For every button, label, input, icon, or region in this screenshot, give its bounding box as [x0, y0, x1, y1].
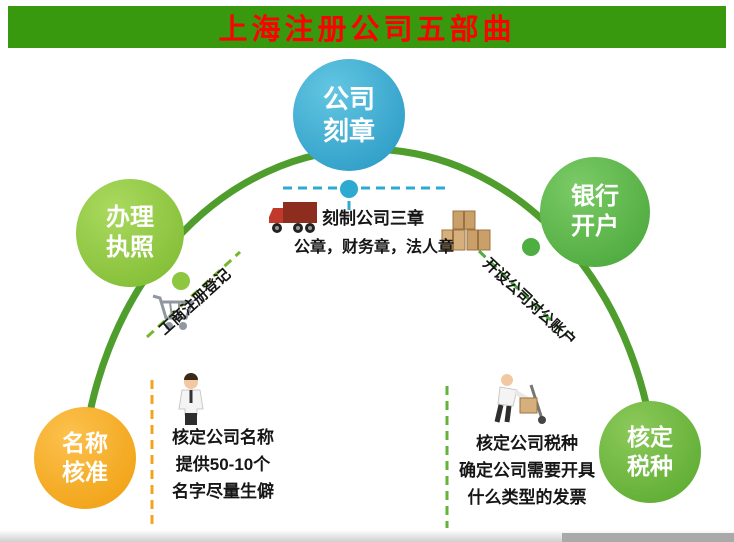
seal-annotation-title: 刻制公司三章 [322, 209, 424, 228]
bank-node-dot [522, 238, 540, 256]
worker-icon [494, 374, 546, 424]
name-annotation-title: 核定公司名称 [172, 428, 274, 447]
step-label-line: 办理 [106, 204, 154, 231]
step-label-line: 核定 [627, 424, 673, 451]
name-annotation-line3: 名字尽量生僻 [172, 482, 274, 501]
cart-icon [152, 294, 195, 330]
step-label-line: 核准 [62, 459, 108, 485]
register-dashed-line [145, 250, 242, 339]
name-annotation-block: 核定公司名称 提供50-10个 名字尽量生僻 [155, 424, 291, 505]
businessman-icon [178, 373, 204, 425]
name-annotation-line2: 提供50-10个 [175, 455, 271, 474]
tax-annotation-title: 核定公司税种 [476, 434, 578, 453]
step-node-tax-type: 核定 税种 [599, 401, 701, 503]
step-label-line: 名称 [62, 430, 108, 457]
step-label-line: 税种 [627, 453, 673, 479]
license-node-dot [172, 272, 190, 290]
bottom-right-strip [562, 533, 734, 542]
tax-annotation-line2: 确定公司需要开具 [459, 461, 595, 480]
truck-icon [269, 202, 317, 233]
page-title: 上海注册公司五部曲 [218, 14, 516, 46]
step-label-line: 开户 [571, 213, 619, 240]
step-label-line: 银行 [571, 183, 619, 210]
step-label-line: 刻章 [322, 116, 375, 146]
seal-node-dot [340, 180, 358, 198]
step-node-license: 办理 执照 [76, 179, 184, 287]
bank-dashed-line [477, 249, 569, 338]
step-node-name-approval: 名称 核准 [34, 407, 136, 509]
tax-annotation-line3: 什么类型的发票 [467, 488, 587, 507]
tax-annotation-block: 核定公司税种 确定公司需要开具 什么类型的发票 [452, 430, 602, 511]
boxes-icon [441, 210, 491, 251]
step-node-bank-account: 银行 开户 [540, 157, 650, 267]
step-node-company-seal: 公司 刻章 [293, 59, 405, 171]
bottom-gradient [0, 530, 734, 542]
step-label-line: 执照 [106, 234, 154, 261]
truck-cab [269, 208, 283, 223]
step-label-line: 公司 [322, 83, 375, 114]
header-banner: 上海注册公司五部曲 [8, 6, 726, 48]
truck-trailer [283, 202, 317, 223]
seal-annotation-detail: 公章，财务章，法人章 [294, 239, 455, 256]
